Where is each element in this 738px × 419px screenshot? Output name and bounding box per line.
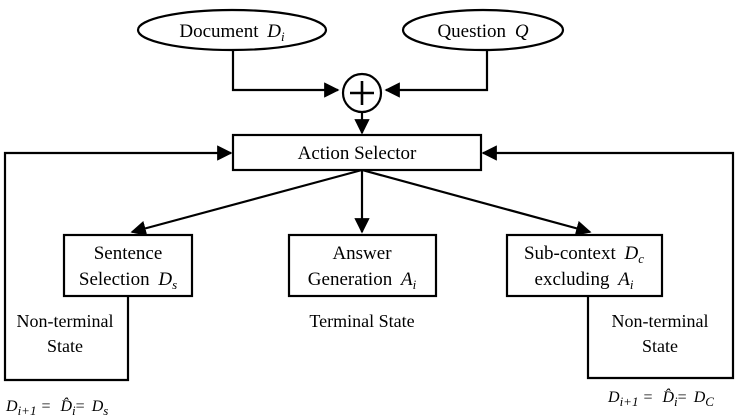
document-to-combine-arrow bbox=[231, 47, 340, 98]
sub-context-line1: Sub-context bbox=[524, 243, 617, 264]
svg-text:Document Di: Document Di bbox=[179, 21, 285, 44]
selector-to-sentence-arrow bbox=[130, 168, 363, 236]
question-to-combine-arrow bbox=[384, 47, 489, 98]
document-label: Document bbox=[179, 21, 259, 42]
right-loop-arrow bbox=[481, 145, 735, 380]
sentence-selection-line1: Sentence bbox=[94, 243, 163, 264]
left-formula: Di+1= D̂i= Ds bbox=[5, 396, 108, 418]
right-state-line1: Non-terminal bbox=[612, 311, 709, 331]
sentence-selection-node: Sentence Selection Ds bbox=[62, 233, 194, 298]
connectors bbox=[3, 47, 735, 382]
svg-text:Selection Ds: Selection Ds bbox=[79, 269, 177, 292]
selector-to-subcontext-arrow bbox=[361, 168, 592, 236]
answer-generation-line2: Generation bbox=[308, 269, 393, 290]
right-formula: Di+1= D̂i= DC bbox=[607, 387, 714, 409]
document-node: Document Di bbox=[136, 8, 328, 52]
svg-text:Sub-context Dc: Sub-context Dc bbox=[524, 243, 644, 266]
svg-text:excluding Ai: excluding Ai bbox=[535, 269, 634, 292]
action-selector-node: Action Selector bbox=[231, 133, 483, 172]
sub-context-line2: excluding bbox=[535, 269, 610, 290]
question-label: Question bbox=[437, 21, 506, 42]
combine-node bbox=[341, 72, 383, 114]
svg-text:Question Q: Question Q bbox=[437, 21, 528, 42]
action-selector-label: Action Selector bbox=[298, 143, 417, 164]
middle-state-label: Terminal State bbox=[309, 311, 414, 331]
left-state-line2: State bbox=[47, 336, 83, 356]
answer-generation-line1: Answer bbox=[332, 243, 392, 264]
left-loop-arrow bbox=[3, 145, 233, 382]
answer-generation-node: Answer Generation Ai bbox=[287, 233, 438, 298]
sentence-selection-line2: Selection bbox=[79, 269, 150, 290]
question-node: Question Q bbox=[401, 8, 565, 52]
sub-context-node: Sub-context Dc excluding Ai bbox=[505, 233, 664, 298]
svg-text:Generation Ai: Generation Ai bbox=[308, 269, 417, 292]
left-state-line1: Non-terminal bbox=[17, 311, 114, 331]
right-state-line2: State bbox=[642, 336, 678, 356]
